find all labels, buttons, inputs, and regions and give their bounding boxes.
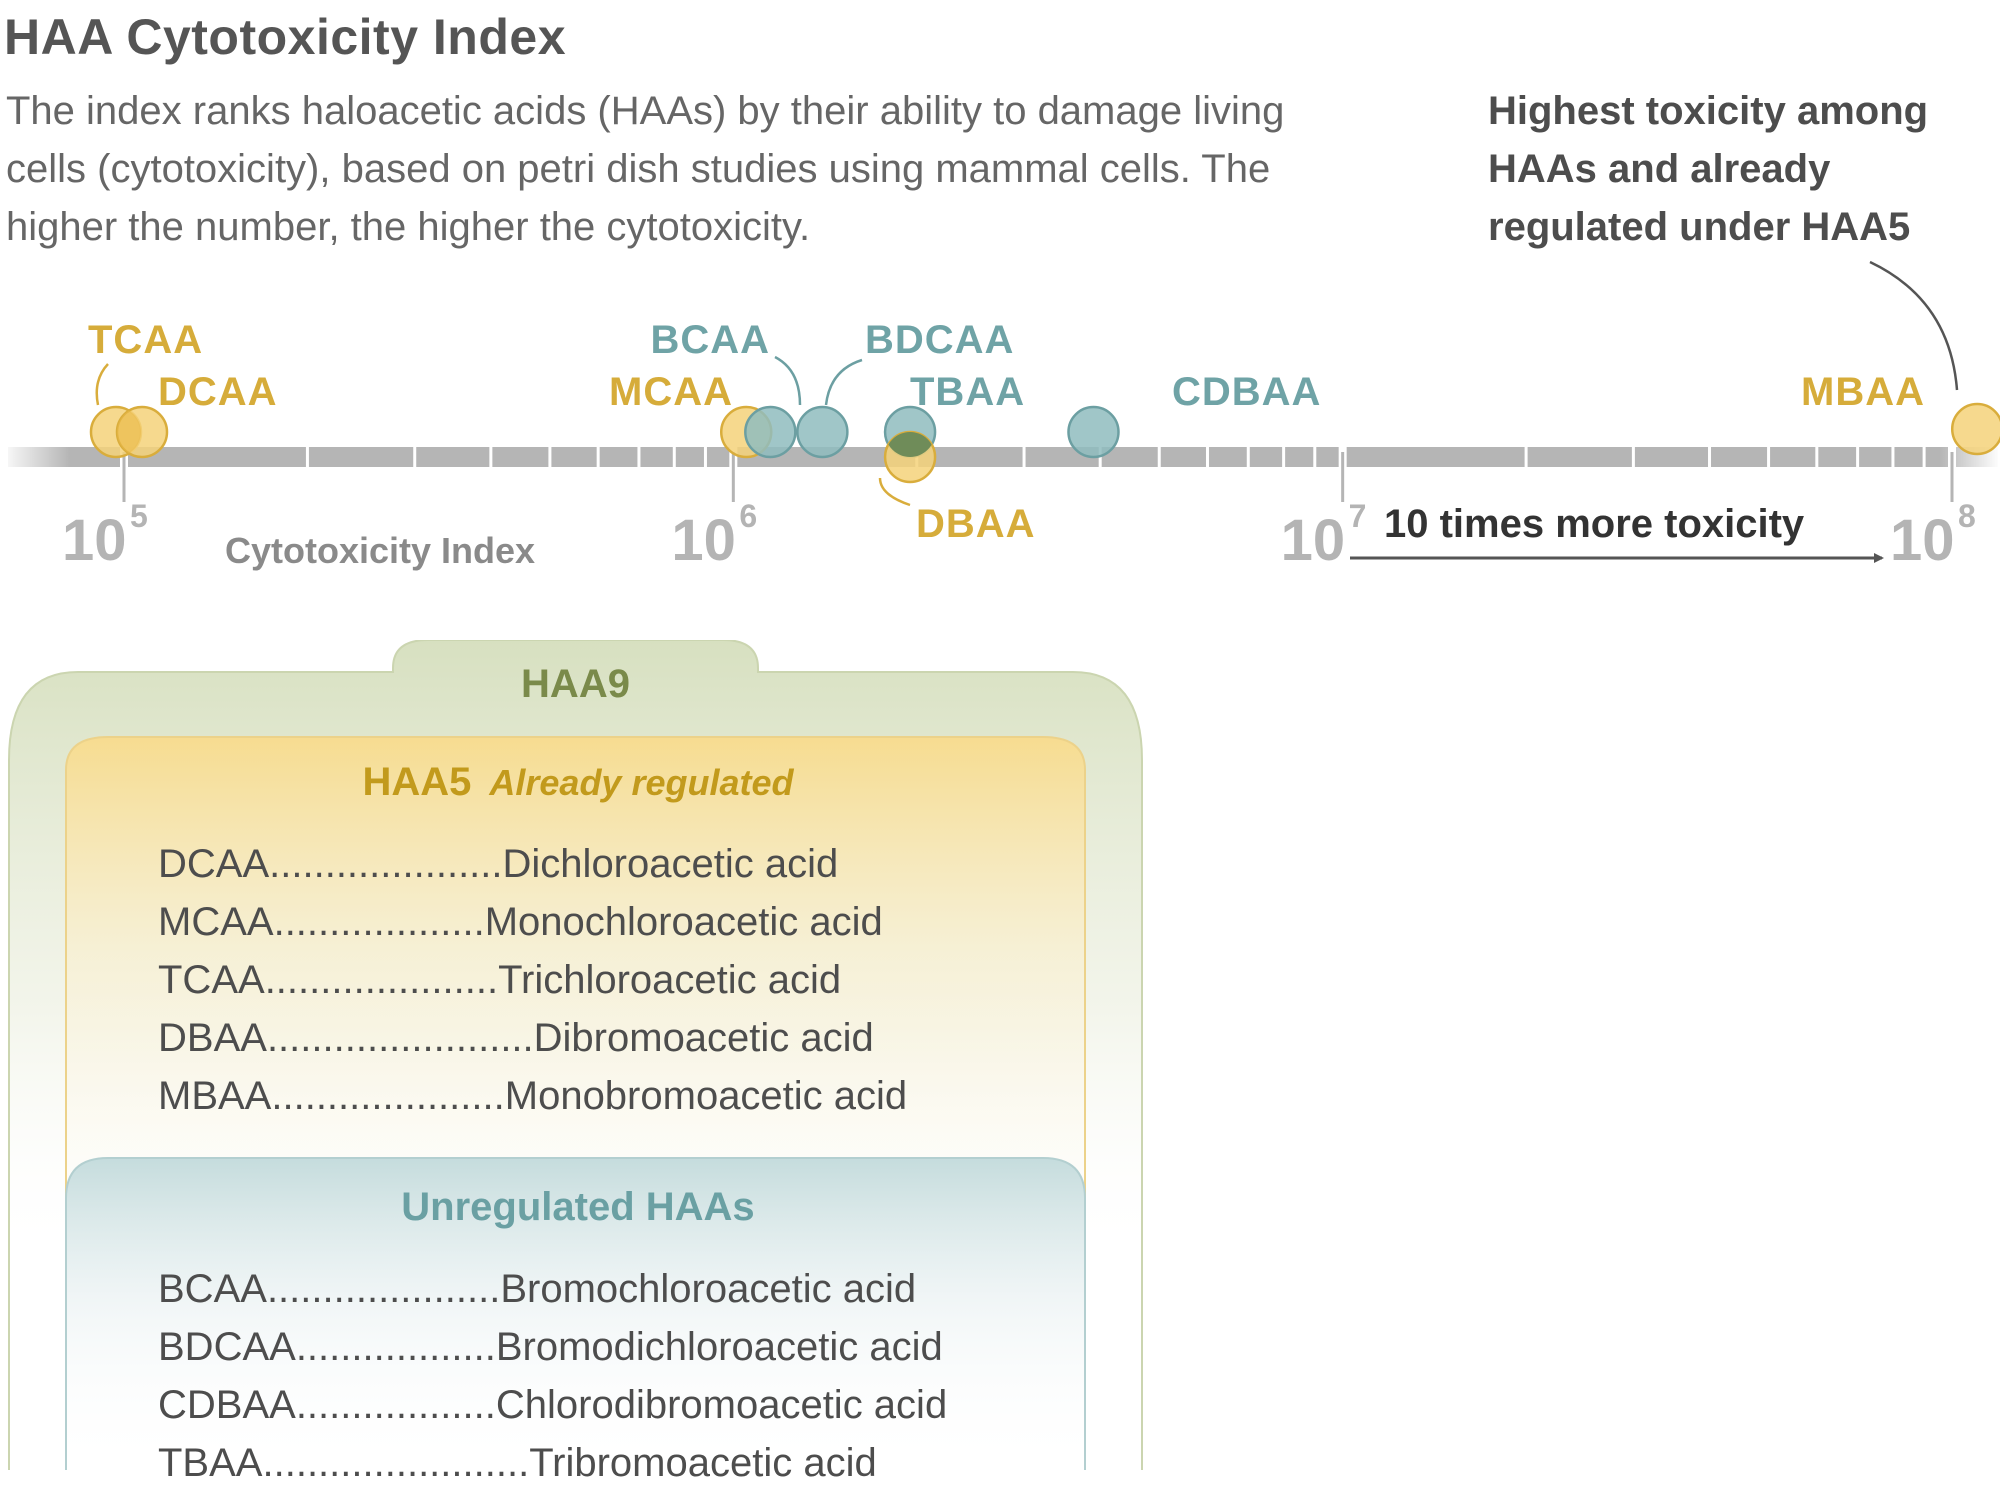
minor-tick <box>1205 447 1209 467</box>
axis-line <box>8 447 1998 467</box>
toxicity-arrow-label: 10 times more toxicity <box>1384 502 1805 546</box>
point-label-bdcaa: BDCAA <box>865 318 1014 362</box>
minor-tick <box>703 447 707 467</box>
minor-tick <box>596 447 600 467</box>
minor-tick <box>305 447 309 467</box>
point-label-tbaa: TBAA <box>910 370 1025 414</box>
minor-tick <box>1022 447 1026 467</box>
point-cdbaa <box>1067 405 1120 459</box>
unregulated-title: Unregulated HAAs <box>401 1185 755 1229</box>
minor-tick <box>1815 447 1819 467</box>
list-item: MCAA ...................Monochloroacetic… <box>158 900 883 944</box>
minor-tick <box>1313 447 1317 467</box>
overlap-tcaa-dcaa <box>117 407 141 457</box>
minor-tick <box>1282 447 1286 467</box>
minor-tick <box>637 447 641 467</box>
leader-tcaa <box>95 363 109 406</box>
chart-title: HAA Cytotoxicity Index <box>4 9 567 65</box>
callout-leader-line <box>1869 260 1959 391</box>
haa9-title: HAA9 <box>521 662 630 706</box>
minor-tick <box>1767 447 1771 467</box>
minor-tick <box>1631 447 1635 467</box>
point-mbaa <box>1950 402 2000 456</box>
list-item: DBAA........................Dibromoaceti… <box>158 1016 874 1060</box>
haa9-panel-shape <box>8 640 1143 1470</box>
minor-tick <box>1246 447 1250 467</box>
haa5-heading: HAA5 Already regulated <box>68 760 1088 805</box>
tick-label: 10 <box>671 508 736 573</box>
point-label-mcaa: MCAA <box>609 370 733 414</box>
haa5-subtitle: Already regulated <box>489 762 794 803</box>
list-item: TBAA........................Tribromoacet… <box>158 1441 877 1485</box>
point-bdcaa <box>796 405 849 459</box>
minor-tick <box>413 447 417 467</box>
tick-exponent: 7 <box>1349 498 1367 534</box>
minor-tick <box>1922 447 1926 467</box>
haa5-title: HAA5 <box>362 760 472 804</box>
mbaa-callout: Highest toxicity among HAAs and already … <box>1488 89 1929 249</box>
tick-exponent: 6 <box>739 498 757 534</box>
overlap-tbaa-dbaa <box>885 432 936 457</box>
haa9-panel: HAA9 HAA5 Already regulated DCAA.........… <box>8 640 1143 1485</box>
tick-exponent: 8 <box>1958 498 1976 534</box>
minor-tick <box>1157 447 1161 467</box>
x-axis-label: Cytotoxicity Index <box>225 530 535 571</box>
axis-fade-left <box>0 445 70 469</box>
minor-tick <box>1708 447 1712 467</box>
leader-bcaa <box>774 355 802 406</box>
unregulated-acid-list: BCAA .....................Bromochloroace… <box>158 1260 947 1492</box>
list-item: MBAA .....................Monobromoaceti… <box>158 1074 908 1118</box>
minor-tick <box>1891 447 1895 467</box>
tick-label: 10 <box>1890 508 1955 573</box>
tick-label: 10 <box>1281 508 1346 573</box>
point-label-bcaa: BCAA <box>650 318 770 362</box>
minor-tick <box>1856 447 1860 467</box>
list-item: CDBAA ..................Chlorodibromoace… <box>158 1383 948 1427</box>
tick-label: 10 <box>62 508 127 573</box>
point-label-cdbaa: CDBAA <box>1172 370 1321 414</box>
tick-exponent: 5 <box>130 498 148 534</box>
point-bcaa <box>744 405 797 459</box>
leader-bdcaa <box>824 358 863 406</box>
point-label-dcaa: DCAA <box>158 370 278 414</box>
list-item: TCAA .....................Trichloroaceti… <box>158 958 842 1002</box>
leader-dbaa <box>878 477 911 507</box>
list-item: BDCAA ..................Bromodichloroace… <box>158 1325 943 1369</box>
minor-tick <box>672 447 676 467</box>
list-item: DCAA.....................Dichloroacetic … <box>158 842 839 886</box>
minor-tick <box>548 447 552 467</box>
point-label-tcaa: TCAA <box>88 318 203 362</box>
regulated-acid-list: DCAA.....................Dichloroacetic … <box>158 835 907 1125</box>
point-label-dbaa: DBAA <box>916 502 1036 546</box>
list-item: BCAA .....................Bromochloroace… <box>158 1267 917 1311</box>
minor-tick <box>1524 447 1528 467</box>
point-label-mbaa: MBAA <box>1801 370 1925 414</box>
minor-tick <box>489 447 493 467</box>
chart-subtitle: The index ranks haloacetic acids (HAAs) … <box>6 89 1285 249</box>
